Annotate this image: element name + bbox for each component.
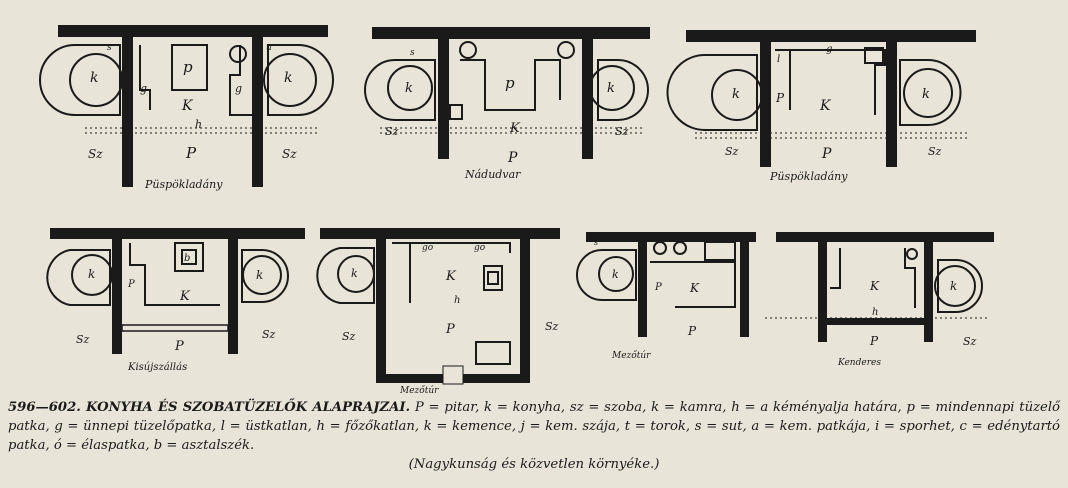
label-k: k [90,70,98,86]
label-k: k [732,87,740,102]
plan-4-place: Kisújszállás [127,362,187,373]
label-p: p [505,74,515,92]
plan-1: k k p K h P Sz Sz g g s u Püspökladány [39,25,334,191]
label-k: k [607,81,615,96]
label-sz: Sz [615,125,629,138]
label-k: k [351,267,358,280]
label-l: l [777,54,780,65]
plan-3-place: Püspökladány [769,170,848,183]
plan-6: k K P P s Mezőtúr [576,232,756,361]
figure-caption: 596—602. KONYHA ÉS SZOBATÜZELŐK ALAPRAJZ… [8,398,1060,474]
label-p: p [183,58,193,76]
label-K: K [509,121,521,136]
label-g: g [826,44,832,55]
label-P: P [869,334,879,348]
label-s: s [107,43,112,53]
label-go: go [474,243,486,253]
label-sz: Sz [725,145,739,158]
label-k: k [612,268,619,281]
plan-6-place: Mezőtúr [611,350,651,361]
label-P: P [687,324,697,338]
plan-5: k K h P Sz Sz go go Mezőtúr [316,228,560,395]
label-g: g [235,82,242,95]
label-h: h [195,118,202,131]
label-h: h [872,307,878,318]
caption-legend: P = pitar, k = konyha, sz = szoba, k = k… [8,400,1060,453]
label-s: s [410,48,415,58]
label-sz: Sz [963,335,977,348]
label-sz: Sz [385,125,399,138]
label-g: g [140,82,147,95]
label-k: k [256,268,263,282]
label-go: go [422,243,434,253]
label-k: k [284,70,292,86]
label-P: P [507,150,518,166]
plan-3: k k K P P Sz Sz g l Püspökladány [666,30,976,183]
label-p: P [127,279,135,290]
label-sz: Sz [262,328,276,341]
label-b: b [184,253,190,264]
label-sz: Sz [545,320,559,333]
label-P: P [445,322,455,337]
label-sz: Sz [76,333,90,346]
label-s: s [594,238,598,247]
plan-5-place: Mezőtúr [399,385,439,395]
label-K: K [179,289,191,304]
plan-4: k k b K P Sz Sz P Kisújszállás [46,228,305,373]
label-K: K [181,98,194,114]
caption-lead: 596—602. KONYHA ÉS SZOBATÜZELŐK ALAPRAJZ… [8,400,411,415]
plan-2: k k p K P Sz Sz s Nádudvar [364,27,650,181]
plan-7: k K h P Sz Kenderes [765,232,994,368]
label-k: k [950,279,957,293]
label-p: P [775,91,785,105]
label-sz: Sz [928,145,942,158]
label-h: h [454,295,460,306]
label-K: K [689,281,700,295]
label-K: K [819,98,832,114]
label-sz: Sz [282,147,297,161]
label-sz: Sz [342,330,356,343]
label-P: P [174,339,184,354]
plan-7-place: Kenderes [837,358,881,368]
plan-2-place: Nádudvar [464,168,521,181]
label-k: k [405,81,413,96]
label-p: P [654,282,662,293]
label-K: K [445,269,457,284]
caption-region: (Nagykunság és közvetlen környéke.) [408,457,660,472]
label-P: P [185,144,197,162]
label-P: P [821,146,832,162]
label-sz: Sz [88,147,103,161]
label-k: k [922,87,930,102]
label-K: K [869,279,880,293]
floor-plans-figure: k k p K h P Sz Sz g g s u Püspökladány k… [39,25,994,395]
label-k: k [88,267,95,281]
label-u: u [266,43,272,53]
plan-1-place: Püspökladány [144,178,223,191]
